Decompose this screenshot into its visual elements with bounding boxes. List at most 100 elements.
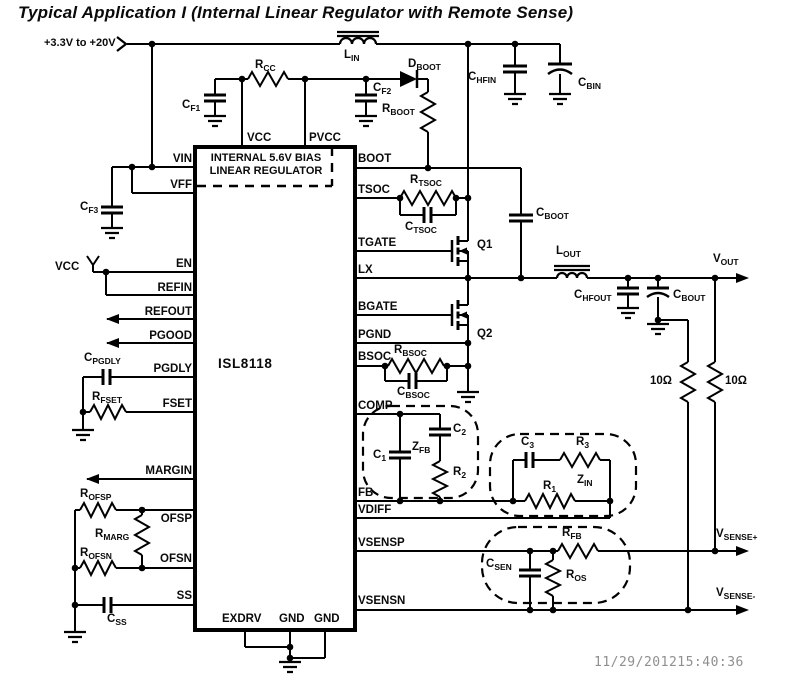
pin-label-fset: FSET [162,398,192,410]
label-q2: Q2 [477,328,493,340]
label-c3: C3 [521,436,535,450]
label-cpgdly: CPGDLY [84,352,121,366]
capacitor-cf3 [101,205,123,215]
label-lout: LOUT [556,245,581,259]
pin-label-margin: MARGIN [145,465,192,477]
resistor-r3 [559,450,601,470]
margin-arrow-icon [86,474,99,484]
pin-label-gnd2: GND [314,613,340,625]
resistor-rfset [89,402,127,422]
pin-label-bgate: BGATE [358,301,398,313]
label-cbout: CBOUT [673,289,706,303]
resistor-r2 [430,460,450,498]
vout-arrow-icon [736,273,749,283]
label-rboot: RBOOT [382,103,415,117]
label-rofsn: ROFSN [80,547,112,561]
junction-dots [71,40,719,662]
label-c2: C2 [453,423,467,437]
pin-label-pgood: PGOOD [149,330,192,342]
resistor-ros [543,559,563,597]
label-rofsp: ROFSP [80,488,112,502]
label-css: CSS [107,613,127,627]
label-10ohm-left: 10Ω [650,375,673,387]
pgood-arrow-icon [106,338,119,348]
pin-label-vsensp: VSENSP [358,537,405,549]
resistor-10ohm-left [678,361,698,403]
label-cbin: CBIN [578,77,601,91]
chip-name: ISL8118 [218,356,273,371]
label-vout: VOUT [713,253,739,267]
pin-label-boot: BOOT [358,153,392,165]
pin-label-bsoc: BSOC [358,351,392,363]
label-cbsoc: CBSOC [397,386,430,400]
pin-label-tsoc: TSOC [358,184,390,196]
label-rfb: RFB [562,527,582,541]
label-rmarg: RMARG [95,528,130,542]
capacitor-c3 [524,452,535,468]
capacitor-cpgdly [101,369,112,385]
resistor-rbsoc [387,356,445,376]
label-10ohm-right: 10Ω [725,375,748,387]
mosfet-q2 [450,300,467,330]
pin-label-vsensn: VSENSN [358,595,406,607]
pin-label-pgdly: PGDLY [153,363,192,375]
label-rcc: RCC [255,59,276,73]
label-lin: LIN [344,49,360,63]
page-title: Typical Application I (Internal Linear R… [18,3,574,22]
label-vsense-minus: VSENSE- [716,587,756,601]
timestamp: 11/29/201215:40:36 [594,655,744,670]
pin-label-pgnd: PGND [358,329,392,341]
chip-body [193,145,357,632]
resistor-rboot [418,91,438,133]
capacitor-ctsoc [422,207,433,223]
vcc-probe-symbol [86,255,100,266]
pin-label-pvcc: PVCC [309,132,341,144]
pin-label-ofsn: OFSN [160,553,192,565]
input-voltage-label: +3.3V to +20V [44,37,116,49]
pin-label-exdrv: EXDRV [222,613,262,625]
refout-arrow-icon [106,314,119,324]
resistor-rmarg [132,514,152,556]
label-q1: Q1 [477,239,493,251]
resistor-rcc [247,69,289,89]
pin-label-ofsp: OFSP [160,513,192,525]
pin-label-en: EN [176,258,192,270]
signal-arrows [86,273,749,615]
capacitor-cf2 [355,93,377,103]
zin-network-outline [488,432,638,518]
label-ros: ROS [566,569,587,583]
label-vsense-plus: VSENSE+ [716,528,758,542]
capacitor-c2 [429,427,451,437]
sense-network-outline [480,525,632,605]
ground-symbols [64,92,669,674]
pin-label-tgate: TGATE [358,237,397,249]
label-cboot: CBOOT [536,207,569,221]
label-dboot: DBOOT [408,58,441,72]
resistor-10ohm-right [705,361,725,403]
pin-label-vin: VIN [172,153,192,165]
mosfet-q1 [450,236,467,266]
label-vcc-en: VCC [55,261,80,273]
capacitor-csen [519,568,541,578]
pin-label-vdiff: VDIFF [358,504,392,516]
resistor-r1 [524,491,576,511]
pin-label-fb: FB [358,487,374,499]
internal-regulator-text: INTERNAL 5.6V BIAS LINEAR REGULATOR [209,152,323,177]
resistor-rofsp [79,500,117,520]
pin-label-vff: VFF [170,179,192,191]
resistor-rfb [557,541,599,561]
label-r3: R3 [576,436,590,450]
label-r2: R2 [453,466,467,480]
label-rtsoc: RTSOC [410,174,442,188]
pin-label-ss: SS [176,590,192,602]
capacitor-cbout-curved-plate [646,291,670,299]
label-rbsoc: RBSOC [394,344,427,358]
vsense-plus-arrow-icon [736,546,749,556]
internal-regulator-outline [197,147,334,188]
pin-label-gnd1: GND [279,613,305,625]
pin-label-lx: LX [358,264,373,276]
capacitor-cboot [509,213,533,223]
label-chfout: CHFOUT [574,289,612,303]
pin-label-refout: REFOUT [144,306,192,318]
